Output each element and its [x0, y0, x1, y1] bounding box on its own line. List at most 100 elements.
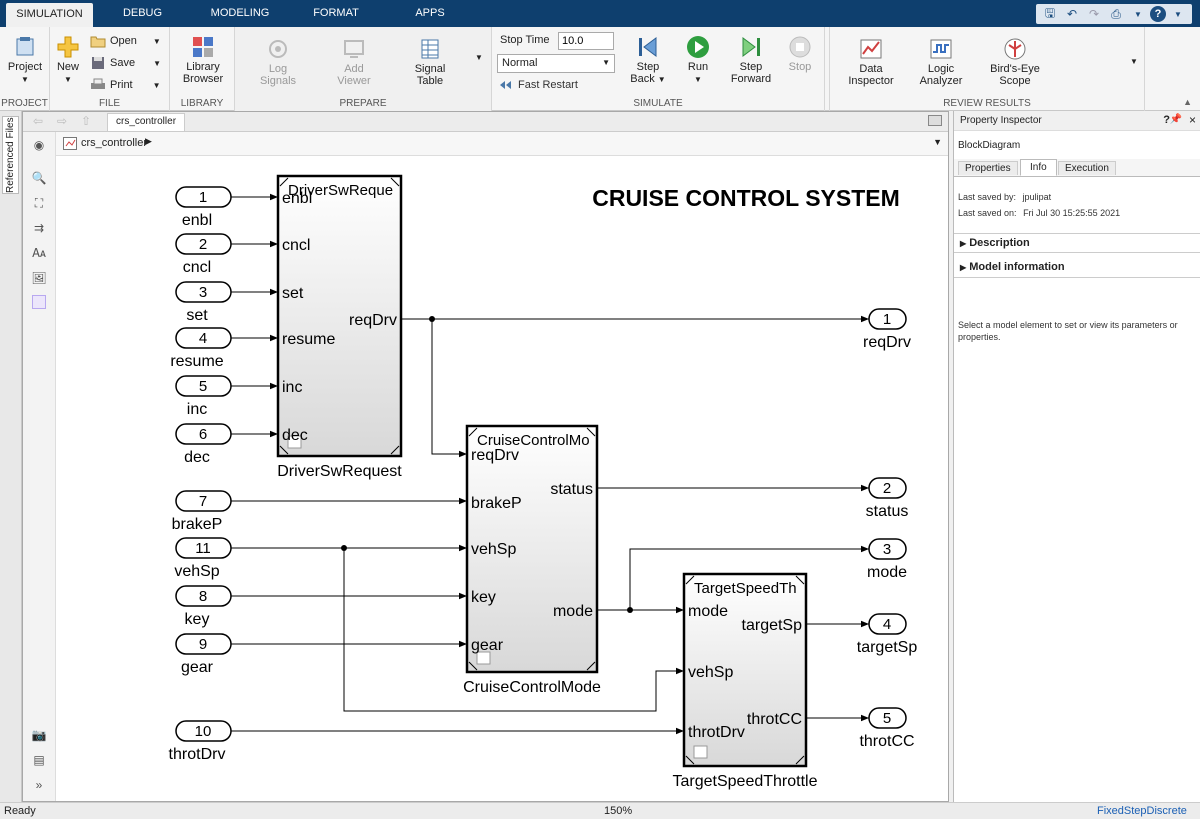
- referenced-files-tab[interactable]: Referenced Files: [2, 116, 19, 194]
- subsystem-block-mode[interactable]: CruiseControlMoCruiseControlModereqDrvbr…: [463, 424, 601, 696]
- undo-icon[interactable]: ↶: [1066, 7, 1078, 21]
- solver-link[interactable]: FixedStepDiscrete: [1097, 805, 1187, 817]
- fast-restart-toggle[interactable]: Fast Restart: [498, 78, 578, 92]
- annotation-icon[interactable]: 🗛: [32, 246, 46, 260]
- inport-block[interactable]: [175, 585, 232, 607]
- inport-block[interactable]: [175, 375, 232, 397]
- project-button[interactable]: Project▼: [4, 35, 46, 85]
- fit-to-view-icon[interactable]: ⛶: [34, 196, 44, 210]
- breadcrumb-menu-chevron-down-icon[interactable]: ▼: [933, 137, 942, 147]
- back-arrow-icon[interactable]: ⇦: [33, 114, 44, 128]
- stop-time-input[interactable]: [558, 32, 614, 50]
- inport-block[interactable]: [175, 423, 232, 445]
- tab-info[interactable]: Info: [1020, 159, 1057, 176]
- subsystem-block-throttle[interactable]: TargetSpeedThTargetSpeedThrottlemodevehS…: [673, 572, 818, 790]
- new-button[interactable]: New▼: [54, 35, 82, 85]
- hide-explorer-icon[interactable]: [928, 115, 942, 126]
- signal-line[interactable]: [629, 545, 869, 610]
- chevron-down-icon[interactable]: ▼: [1174, 9, 1182, 19]
- area-icon[interactable]: [32, 295, 46, 309]
- signal-line[interactable]: [343, 548, 684, 712]
- print-button[interactable]: Print▼: [90, 78, 161, 92]
- subsystem-block-body[interactable]: [276, 174, 403, 458]
- print-quick-icon[interactable]: ⎙: [1111, 6, 1121, 21]
- outport-block[interactable]: [868, 707, 907, 729]
- up-arrow-icon[interactable]: ⇧: [81, 114, 92, 128]
- hide-show-explorer-icon[interactable]: ◉: [33, 138, 45, 152]
- zoom-icon[interactable]: 🔍: [31, 171, 47, 185]
- expand-chevrons-icon[interactable]: »: [35, 778, 43, 792]
- tab-format[interactable]: FORMAT: [313, 7, 359, 19]
- tab-modeling[interactable]: MODELING: [210, 7, 270, 19]
- description-section[interactable]: ▶ Description: [954, 233, 1200, 253]
- tab-execution[interactable]: Execution: [1058, 161, 1116, 175]
- inport-block[interactable]: [175, 281, 232, 303]
- save-icon[interactable]: 🖫: [1044, 5, 1056, 20]
- subsystem-block-body[interactable]: [682, 572, 808, 768]
- save-button[interactable]: Save▼: [90, 56, 161, 70]
- tab-simulation[interactable]: SIMULATION: [6, 3, 93, 27]
- stop-button[interactable]: Stop: [780, 35, 820, 73]
- outport-block[interactable]: [868, 538, 907, 560]
- collapse-ribbon-icon[interactable]: ▲: [1183, 97, 1192, 107]
- tab-apps[interactable]: APPS: [415, 7, 445, 19]
- close-icon[interactable]: ×: [1188, 113, 1196, 127]
- inport-block[interactable]: [175, 233, 232, 255]
- subsystem-block-driver[interactable]: DriverSwRequeDriverSwRequestenblcnclsetr…: [276, 174, 403, 480]
- inport-block[interactable]: [175, 327, 232, 349]
- forward-arrow-icon[interactable]: ⇨: [57, 114, 68, 128]
- outport-block[interactable]: [868, 613, 907, 635]
- inport-block[interactable]: [175, 720, 232, 742]
- signal-line[interactable]: [431, 319, 467, 458]
- tab-debug[interactable]: DEBUG: [122, 7, 163, 19]
- breadcrumb[interactable]: crs_controller: [81, 137, 148, 149]
- run-button[interactable]: Run▼: [678, 35, 718, 85]
- inport-block[interactable]: [175, 537, 232, 559]
- model-information-section[interactable]: ▶ Model information: [954, 258, 1200, 278]
- open-button[interactable]: Open▼: [90, 34, 161, 48]
- outport-block[interactable]: [868, 308, 907, 330]
- image-icon[interactable]: 🖼: [31, 271, 47, 285]
- outport-block[interactable]: [868, 477, 907, 499]
- pin-icon[interactable]: 📌: [1169, 114, 1182, 125]
- breadcrumb-chevron-right-icon[interactable]: ▶: [145, 136, 152, 146]
- camera-icon[interactable]: 📷: [31, 728, 47, 742]
- help-icon[interactable]: ?: [1163, 114, 1170, 126]
- editor-tab-crs-controller[interactable]: crs_controller: [107, 113, 186, 131]
- inport-block[interactable]: [175, 633, 232, 655]
- inport-block[interactable]: [175, 490, 232, 512]
- inport-block[interactable]: [175, 186, 232, 208]
- redo-icon[interactable]: ↷: [1088, 7, 1100, 21]
- help-icon[interactable]: ?: [1150, 6, 1166, 22]
- model-data-icon[interactable]: ▤: [33, 753, 45, 767]
- subsystem-block-body[interactable]: [465, 424, 599, 674]
- signal-arrow-icon[interactable]: ⇉: [33, 221, 45, 235]
- prepare-gallery-chevron-down-icon[interactable]: ▼: [475, 53, 483, 62]
